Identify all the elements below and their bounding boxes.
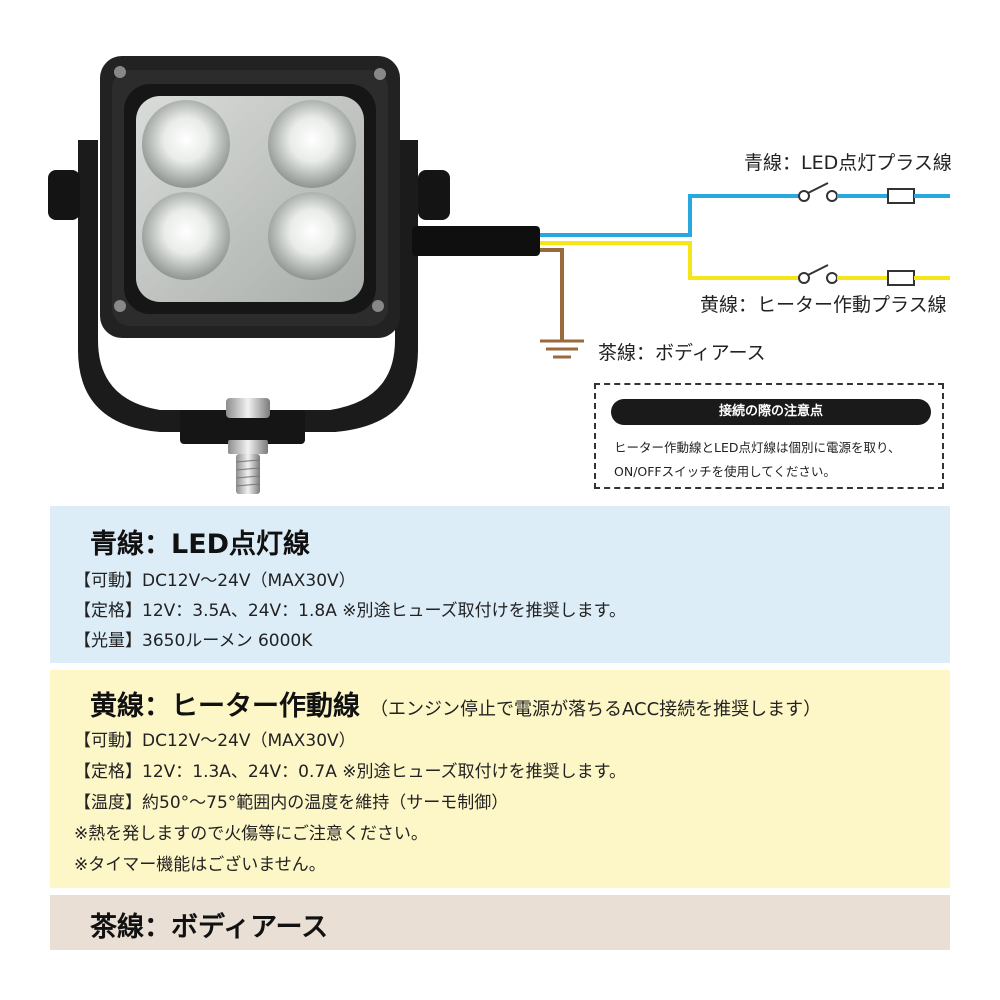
blue-wire-label: 青線：LED点灯プラス線	[744, 152, 952, 174]
screw-icon	[114, 66, 126, 78]
screw-icon	[374, 68, 386, 80]
yellow-panel-subtitle: （エンジン停止で電源が落ちるACC接続を推奨します）	[370, 699, 822, 720]
led-icon	[142, 192, 230, 280]
screw-icon	[372, 300, 384, 312]
spec-line: 【可動】DC12V〜24V（MAX30V）	[74, 571, 356, 591]
brown-wire-panel: 茶線：ボディアース	[50, 895, 950, 950]
spec-line: 【光量】3650ルーメン 6000K	[74, 631, 313, 651]
yellow-panel-title-row: 黄線：ヒーター作動線 （エンジン停止で電源が落ちるACC接続を推奨します）	[90, 684, 821, 723]
blue-wire	[540, 182, 950, 237]
lamp-housing	[100, 56, 400, 338]
cable	[412, 226, 540, 256]
right-knob	[418, 170, 450, 220]
spec-line: 【定格】12V：3.5A、24V：1.8A ※別途ヒューズ取付けを推奨します。	[74, 601, 626, 621]
yellow-panel-title: 黄線：ヒーター作動線	[90, 691, 360, 722]
brown-wire-label: 茶線：ボディアース	[598, 342, 766, 364]
mounting-bracket	[48, 140, 450, 444]
ground-icon	[540, 339, 584, 359]
left-knob	[48, 170, 80, 220]
caution-note-line: ON/OFFスイッチを使用してください。	[614, 464, 836, 479]
spec-line: 【可動】DC12V〜24V（MAX30V）	[74, 731, 356, 751]
led-icon	[268, 100, 356, 188]
spec-line: 【温度】約50°〜75°範囲内の温度を維持（サーモ制御）	[74, 793, 509, 813]
brown-wire	[540, 248, 584, 359]
brown-panel-title: 茶線：ボディアース	[90, 912, 329, 943]
screw-icon	[114, 300, 126, 312]
led-icon	[268, 192, 356, 280]
blue-wire-panel: 青線：LED点灯線 【可動】DC12V〜24V（MAX30V） 【定格】12V：…	[50, 506, 950, 663]
yellow-wire	[540, 241, 950, 286]
yellow-wire-label: 黄線：ヒーター作動プラス線	[700, 294, 947, 316]
yellow-wire-panel: 黄線：ヒーター作動線 （エンジン停止で電源が落ちるACC接続を推奨します） 【可動…	[50, 670, 950, 888]
caution-note: 接続の際の注意点 ヒーター作動線とLED点灯線は個別に電源を取り、 ON/OFF…	[594, 383, 944, 489]
spec-line: 【定格】12V：1.3A、24V：0.7A ※別途ヒューズ取付けを推奨します。	[74, 762, 626, 782]
caution-note-title: 接続の際の注意点	[611, 399, 931, 425]
blue-panel-title: 青線：LED点灯線	[90, 529, 311, 560]
spec-line: ※熱を発しますので火傷等にご注意ください。	[74, 824, 428, 844]
led-icon	[142, 100, 230, 188]
mounting-bolt	[226, 398, 270, 494]
lamp-wiring-illustration	[48, 56, 950, 494]
caution-note-line: ヒーター作動線とLED点灯線は個別に電源を取り、	[614, 440, 901, 455]
spec-line: ※タイマー機能はございません。	[74, 855, 326, 875]
